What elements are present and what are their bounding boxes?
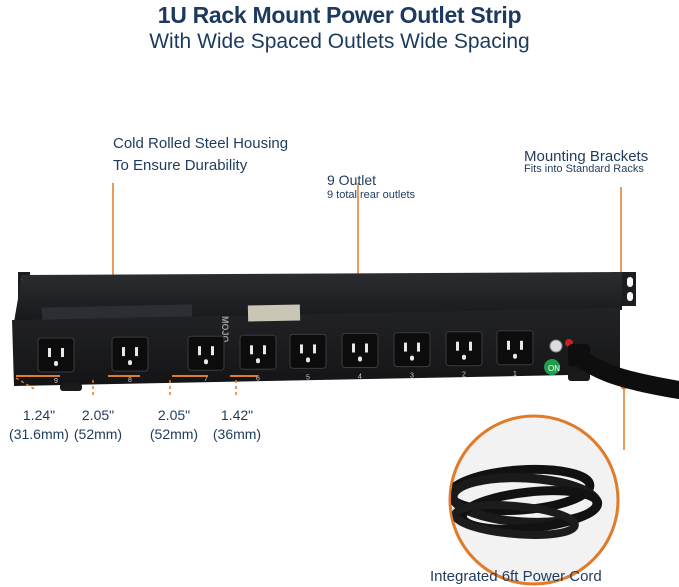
page-title: 1U Rack Mount Power Outlet Strip: [157, 2, 522, 28]
svg-text:ON: ON: [548, 364, 560, 373]
outlet-6: 6: [239, 334, 277, 382]
outlet-callout-sub: 9 total rear outlets: [327, 189, 416, 201]
coiled-cord-icon: [451, 464, 603, 539]
housing-callout-line2: To Ensure Durability: [113, 157, 248, 174]
measurement-4-mm: (36mm): [212, 426, 262, 442]
measurement-1-inch: 1.24": [22, 407, 56, 423]
brackets-callout-sub: Fits into Standard Racks: [524, 163, 644, 175]
measurement-3-inch: 2.05": [157, 407, 191, 423]
measurement-2: 2.05" (52mm): [63, 406, 133, 444]
outlet-callout-title: 9 Outlet: [327, 172, 377, 188]
outlet-number-label: 5: [306, 374, 310, 381]
measurement-4: 1.42" (36mm): [202, 406, 272, 444]
measurement-markers: [15, 377, 237, 398]
outlet-3: 3: [393, 332, 431, 380]
outlet-5: 5: [289, 333, 327, 381]
measurement-2-inch: 2.05": [81, 407, 115, 423]
outlet-group: 9 8 7 6 5 4 3 2 1: [37, 330, 534, 385]
measurement-1: 1.24" (31.6mm): [4, 406, 74, 444]
cord-callout: Integrated 6ft Power Cord: [430, 568, 602, 585]
svg-text:MOJO: MOJO: [220, 316, 230, 343]
measurement-3: 2.05" (52mm): [139, 406, 209, 444]
outlet-number-label: 1: [513, 371, 517, 378]
outlet-8: 8: [111, 336, 149, 384]
outlet-9: 9: [37, 337, 75, 385]
outlet-number-label: 4: [358, 374, 362, 381]
outlet-number-label: 7: [204, 376, 208, 383]
measurement-2-mm: (52mm): [73, 426, 123, 442]
housing-callout-line1: Cold Rolled Steel Housing: [113, 135, 289, 152]
cord-detail-circle: [448, 414, 620, 586]
measurement-4-inch: 1.42": [220, 407, 254, 423]
brackets-callout-title: Mounting Brackets: [524, 148, 649, 165]
outlet-7: 7: [187, 335, 225, 383]
measurement-1-mm: (31.6mm): [9, 426, 69, 442]
reset-button: [544, 359, 560, 375]
outlet-number-label: 9: [54, 378, 58, 385]
outlet-1: 1: [496, 330, 534, 378]
outlet-number-label: 6: [256, 375, 260, 382]
page-subtitle: With Wide Spaced Outlets Wide Spacing: [149, 30, 530, 53]
outlet-number-label: 8: [128, 377, 132, 384]
outlet-number-label: 3: [410, 373, 414, 380]
outlet-2: 2: [445, 331, 483, 379]
outlet-4: 4: [341, 333, 379, 381]
outlet-number-label: 2: [462, 372, 466, 379]
measurement-3-mm: (52mm): [149, 426, 199, 442]
